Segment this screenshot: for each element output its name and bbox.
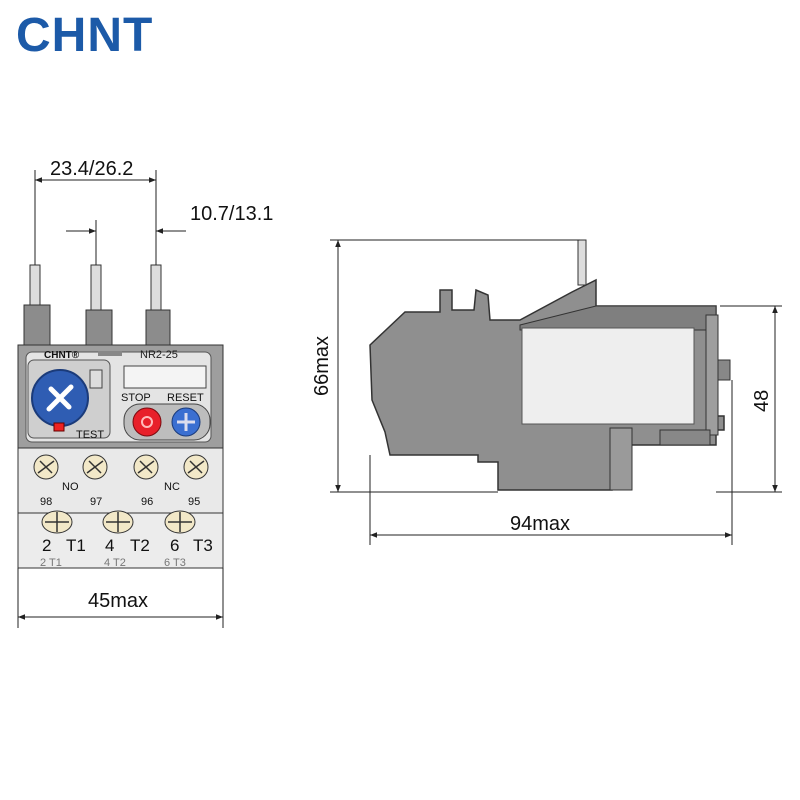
dim-width: 45max	[88, 590, 148, 612]
dim-depth: 94max	[510, 513, 570, 535]
main-terminal-t1: T1	[66, 536, 86, 555]
aux-terminal-96: 96	[141, 496, 153, 508]
model-label: NR2-25	[140, 349, 178, 361]
stop-label: STOP	[121, 392, 151, 404]
main-terminal-4: 4	[105, 536, 114, 555]
main-terminal-small-3: 6 T3	[164, 557, 186, 569]
aux-screws	[33, 454, 209, 480]
no-label: NO	[62, 481, 79, 493]
main-terminal-t3: T3	[193, 536, 213, 555]
stop-button	[132, 407, 162, 437]
main-terminal-t2: T2	[130, 536, 150, 555]
main-terminal-2: 2	[42, 536, 51, 555]
reset-label: RESET	[167, 392, 204, 404]
test-button	[53, 422, 65, 432]
chnt-logo: CHNT	[16, 9, 154, 62]
front-view: TEST CHNT® NR2-25 STOP RESET	[17, 264, 224, 569]
front-dimensions	[17, 170, 224, 628]
nc-label: NC	[164, 481, 180, 493]
front-logo: CHNT®	[44, 350, 80, 361]
dim-mount-height: 48	[751, 390, 773, 412]
side-label-panel	[521, 327, 695, 425]
side-dimensions	[330, 239, 782, 545]
aux-terminal-97: 97	[90, 496, 102, 508]
aux-terminal-95: 95	[188, 496, 200, 508]
main-terminal-small-2: 4 T2	[104, 557, 126, 569]
dim-pole-pitch: 10.7/13.1	[190, 203, 273, 225]
main-terminal-6: 6	[170, 536, 179, 555]
aux-terminal-98: 98	[40, 496, 52, 508]
main-terminal-small-1: 2 T1	[40, 557, 62, 569]
test-label: TEST	[76, 429, 104, 441]
side-view	[369, 239, 731, 491]
main-screws	[41, 510, 196, 534]
dim-height: 66max	[311, 336, 333, 396]
dim-pole-span: 23.4/26.2	[50, 158, 133, 180]
